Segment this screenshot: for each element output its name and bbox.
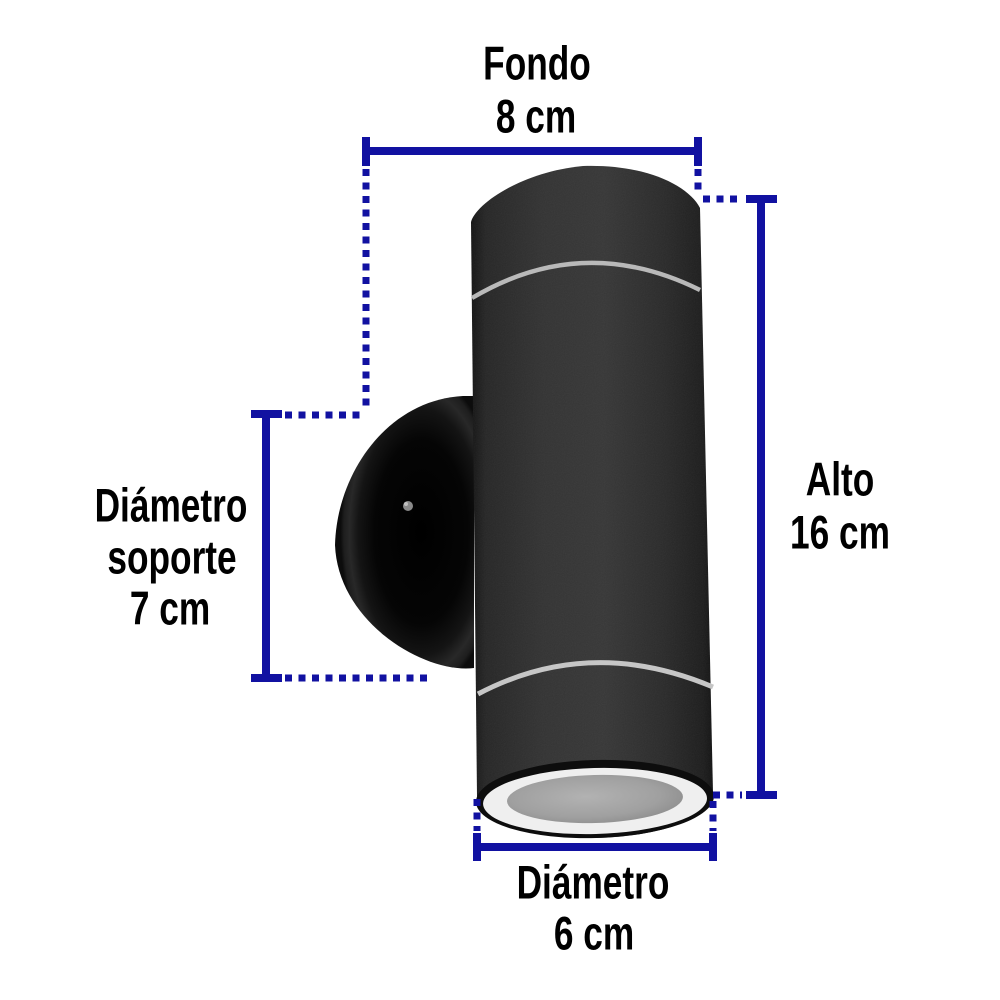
soporte-label-line2: soporte — [107, 530, 237, 584]
lamp-wall-plate — [335, 396, 474, 669]
lamp-lens-glass — [507, 774, 683, 824]
lamp-ring-top — [470, 260, 701, 300]
wall-lamp-illustration — [335, 165, 714, 839]
lamp-surface-texture — [471, 165, 713, 838]
lamp-plate-screw-highlight — [404, 502, 408, 506]
dimension-lines — [251, 137, 777, 861]
lamp-ring-bottom — [476, 660, 714, 697]
fondo-value: 8 cm — [495, 89, 577, 143]
alto-value: 16 cm — [790, 505, 890, 559]
alto-label: Alto — [805, 452, 875, 506]
diametro-value: 6 cm — [553, 906, 635, 960]
diametro-label: Diámetro — [516, 855, 670, 909]
lamp-bottom-face — [476, 759, 714, 839]
fondo-label: Fondo — [483, 36, 591, 90]
soporte-label-line1: Diámetro — [94, 478, 248, 532]
soporte-value: 7 cm — [129, 581, 211, 635]
lamp-plate-screw — [403, 501, 413, 511]
